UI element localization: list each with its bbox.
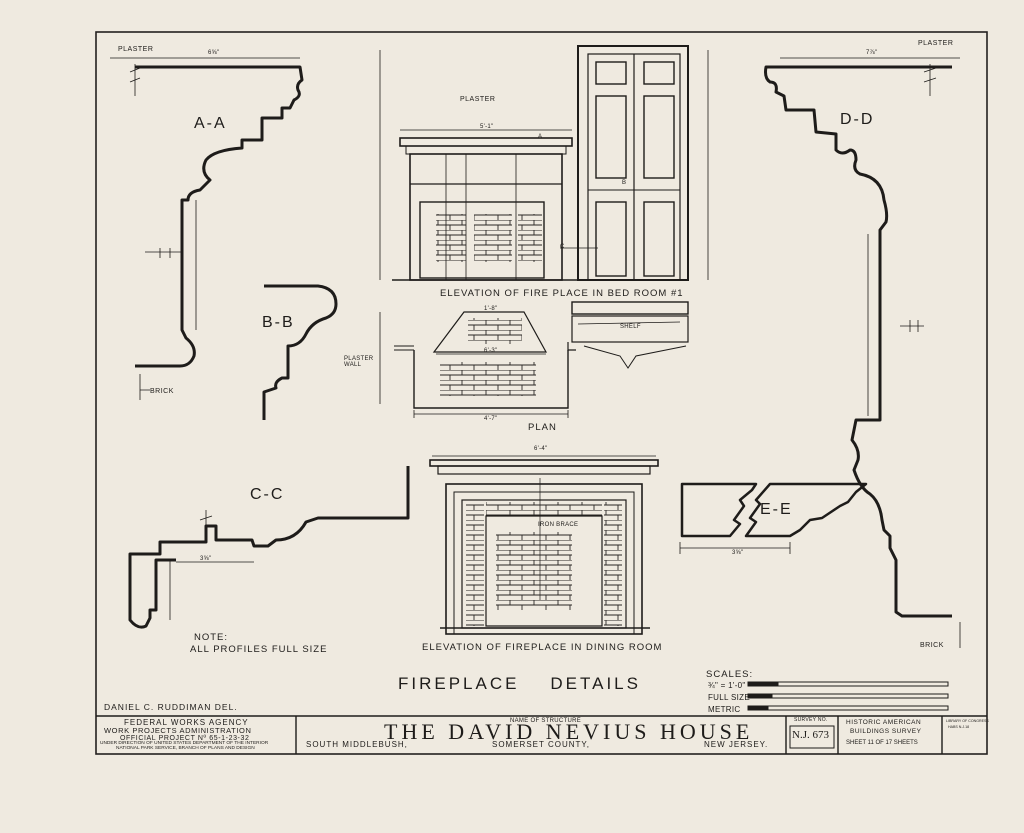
scale-row-1: ¾" = 1'-0"	[708, 681, 746, 690]
section-label-bb: B-B	[262, 314, 295, 331]
section-label-cc: C-C	[250, 486, 285, 503]
library-label-1: LIBRARY OF CONGRESS	[946, 719, 989, 723]
caption-bedroom-elevation: ELEVATION OF FIRE PLACE IN BED ROOM #1	[440, 288, 684, 299]
dim-aa	[110, 57, 300, 400]
label-plaster-wall: PLASTER WALL	[344, 356, 374, 368]
location-county: SOMERSET COUNTY,	[492, 740, 590, 749]
title-block-frame	[96, 715, 987, 754]
dim-bed-width: 5'-1"	[480, 124, 494, 130]
sheet-number: SHEET 11 OF 17 SHEETS	[846, 740, 918, 746]
survey-number: N.J. 673	[792, 729, 829, 741]
agency-line-5: NATIONAL PARK SERVICE, BRANCH OF PLANS A…	[116, 746, 255, 751]
label-brick-left: BRICK	[150, 388, 174, 395]
library-label-2: HABS N.J.18	[948, 725, 970, 729]
dim-ee-width: 3⅝"	[732, 550, 744, 556]
note-heading: NOTE:	[194, 632, 229, 643]
dim-dd	[780, 57, 961, 648]
scale-row-2: FULL SIZE	[708, 693, 750, 702]
sheet-title: FIREPLACE DETAILS	[398, 674, 641, 693]
agency-line-1: FEDERAL WORKS AGENCY	[124, 718, 249, 727]
dim-ee	[679, 542, 791, 554]
location-town: SOUTH MIDDLEBUSH,	[306, 740, 408, 749]
dim-cc-width: 3⅝"	[200, 556, 212, 562]
dining-elevation	[429, 455, 659, 635]
label-iron-brace: IRON BRACE	[538, 522, 579, 528]
location-state: NEW JERSEY.	[704, 740, 769, 749]
bedroom-elevation	[379, 45, 709, 281]
dim-dining-width: 6'-4"	[534, 446, 548, 452]
profile-aa	[135, 65, 304, 368]
caption-plan: PLAN	[528, 422, 557, 433]
section-label-aa: A-A	[194, 115, 227, 132]
section-label-ee: E-E	[760, 501, 793, 518]
habs-line-2: BUILDINGS SURVEY	[850, 728, 922, 735]
note-text: ALL PROFILES FULL SIZE	[190, 644, 328, 655]
dim-plan-top: 1'-8"	[484, 306, 498, 312]
profile-bb	[262, 284, 338, 420]
scale-row-3: METRIC	[708, 705, 741, 714]
structure-name-label: NAME OF STRUCTURE	[510, 718, 582, 724]
profile-dd	[764, 65, 952, 618]
section-mark-a: A	[538, 134, 543, 140]
dim-dd-width: 7⅞"	[866, 50, 878, 56]
scale-bars	[747, 681, 949, 711]
agency-line-2: WORK PROJECTS ADMINISTRATION	[104, 726, 252, 735]
survey-number-label: SURVEY NO.	[794, 717, 828, 723]
section-mark-b: B	[622, 180, 627, 186]
agency-line-3: OFFICIAL PROJECT Nº 65-1-23-32	[120, 735, 250, 742]
scales-heading: SCALES:	[706, 669, 754, 680]
label-brick-right: BRICK	[920, 642, 944, 649]
dim-plan-mid: 6'-3"	[484, 348, 498, 354]
dim-aa-width: 6⅝"	[208, 50, 220, 56]
fireplace-plan	[379, 301, 689, 418]
section-label-dd: D-D	[840, 111, 875, 128]
caption-dining-elevation: ELEVATION OF FIREPLACE IN DINING ROOM	[422, 642, 663, 653]
dim-plan-bottom: 4'-7"	[484, 416, 498, 422]
section-mark-c: C	[560, 244, 565, 250]
agency-line-4: UNDER DIRECTION OF UNITED STATES DEPARTM…	[100, 741, 269, 746]
label-plaster-right: PLASTER	[918, 40, 954, 47]
structure-name: THE DAVID NEVIUS HOUSE	[384, 719, 754, 744]
label-shelf: SHELF	[620, 324, 641, 330]
habs-line-1: HISTORIC AMERICAN	[846, 719, 922, 726]
profile-ee	[680, 482, 868, 538]
sheet-border	[95, 31, 988, 755]
label-plaster-left: PLASTER	[118, 46, 154, 53]
label-plaster-center: PLASTER	[460, 96, 496, 103]
delineator: DANIEL C. RUDDIMAN DEL.	[104, 702, 238, 712]
dim-cc	[169, 510, 254, 620]
